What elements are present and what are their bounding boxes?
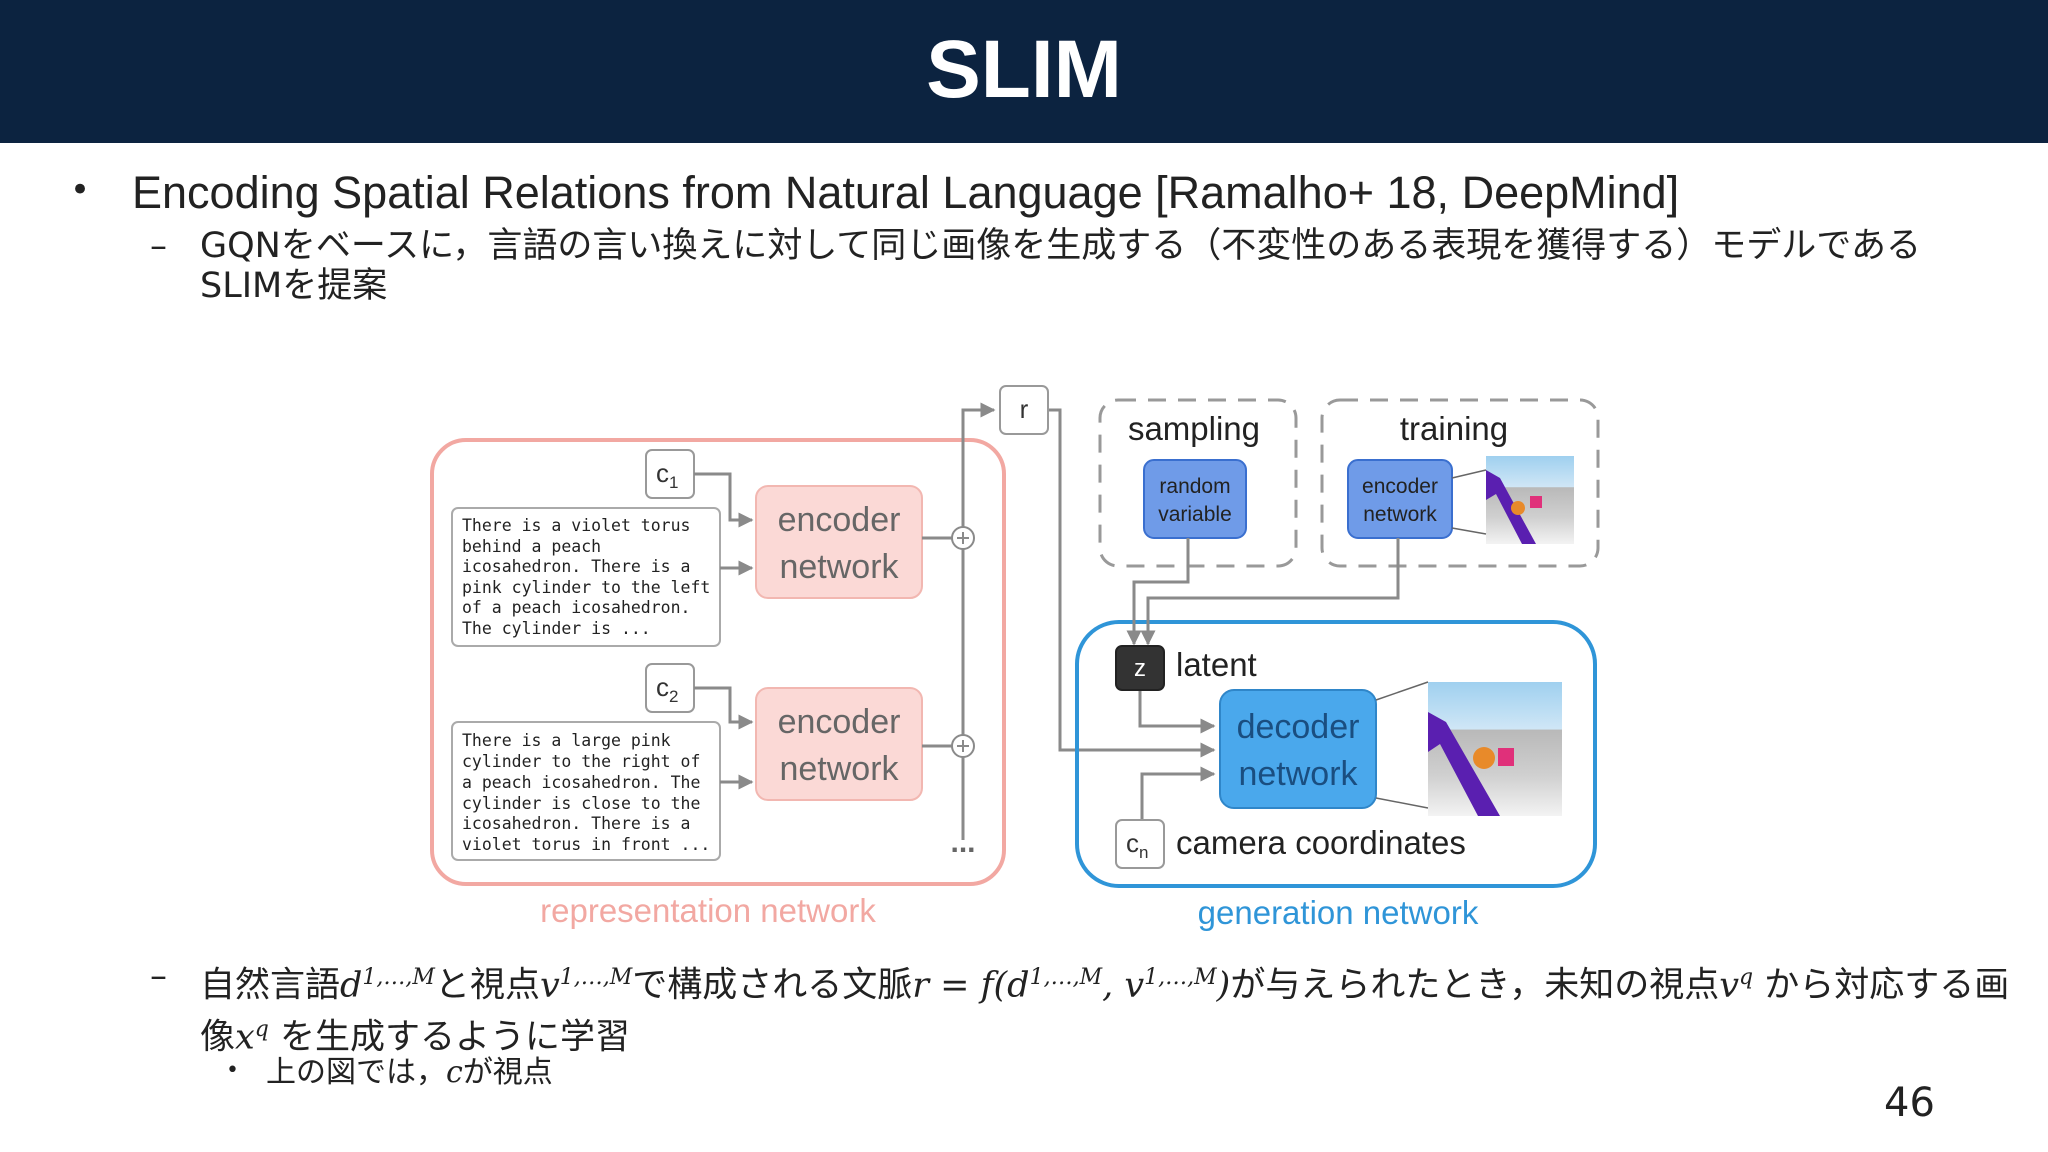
- svg-text:cylinder to the right of: cylinder to the right of: [462, 752, 700, 771]
- training-encoder-line2: network: [1363, 503, 1437, 526]
- z-box: [1115, 645, 1165, 691]
- sampling-box: [1098, 398, 1298, 568]
- text-description-box-2: [451, 721, 721, 861]
- sum-node-2: [951, 734, 975, 758]
- dash-marker: –: [150, 956, 167, 996]
- sub-sub-bullet: 上の図では，cが視点: [266, 1055, 553, 1090]
- random-variable-line1: random: [1159, 475, 1230, 498]
- slide-title: SLIM: [926, 24, 1122, 115]
- training-box: [1320, 398, 1600, 568]
- svg-text:icosahedron. There is a: icosahedron. There is a: [462, 814, 690, 833]
- encoder-2-line1: encoder: [778, 703, 901, 741]
- random-variable-box: [1143, 459, 1247, 539]
- cn-label: cn: [1126, 828, 1148, 862]
- generation-network-box: [1075, 620, 1597, 888]
- svg-text:violet torus in front ...: violet torus in front ...: [462, 835, 710, 854]
- training-scene-image: [1451, 456, 1574, 544]
- encoder-network-2: [755, 687, 923, 801]
- bullet-dot: •: [226, 1058, 239, 1083]
- sub-bullet-2: 自然言語d1,…,Mと視点v1,…,Mで構成される文脈r = f(d1,…,M,…: [200, 965, 2010, 1058]
- svg-text:of a peach icosahedron.: of a peach icosahedron.: [462, 598, 690, 617]
- decoder-network: [1219, 689, 1377, 809]
- svg-text:The cylinder is ...: The cylinder is ...: [462, 619, 651, 638]
- svg-text:behind a peach: behind a peach: [462, 537, 601, 556]
- bullet-dot: •: [70, 170, 91, 210]
- decoder-line2: network: [1238, 755, 1358, 793]
- svg-text:There is a violet torus: There is a violet torus: [462, 516, 690, 535]
- representation-network-label: representation network: [540, 892, 876, 929]
- encoder-1-line2: network: [779, 548, 899, 586]
- camera-coordinates-label: camera coordinates: [1176, 824, 1466, 861]
- text-description-box-1: [451, 507, 721, 647]
- text-description-2: There is a large pink cylinder to the ri…: [462, 731, 710, 854]
- sub-bullet-1: GQNをベースに，言語の言い換えに対して同じ画像を生成する（不変性のある表現を獲…: [200, 226, 1921, 306]
- dash-marker: –: [150, 226, 167, 266]
- random-variable-line2: variable: [1158, 503, 1232, 526]
- training-encoder-line1: encoder: [1362, 475, 1438, 498]
- svg-text:cylinder is close to the: cylinder is close to the: [462, 794, 700, 813]
- svg-text:pink cylinder to the left: pink cylinder to the left: [462, 578, 710, 597]
- svg-text:icosahedron. There is a: icosahedron. There is a: [462, 557, 690, 576]
- decoder-line1: decoder: [1237, 708, 1360, 746]
- training-encoder-box: [1347, 459, 1453, 539]
- svg-text:a peach icosahedron. The: a peach icosahedron. The: [462, 773, 700, 792]
- representation-network-box: [430, 438, 1006, 886]
- z-label: z: [1134, 655, 1146, 682]
- encoder-1-line1: encoder: [778, 501, 901, 539]
- generated-scene-image: [1375, 681, 1562, 816]
- text-description-1: There is a violet torus behind a peach i…: [462, 516, 710, 638]
- title-bar: [0, 0, 2048, 143]
- sampling-label: sampling: [1128, 410, 1260, 447]
- sum-node-1: [951, 526, 975, 550]
- c2-label: c2: [656, 672, 678, 706]
- latent-label: latent: [1176, 646, 1257, 683]
- training-label: training: [1400, 410, 1508, 447]
- main-bullet: Encoding Spatial Relations from Natural …: [132, 167, 1680, 218]
- generation-network-label: generation network: [1198, 894, 1479, 931]
- r-label: r: [1020, 394, 1029, 424]
- svg-text:There is a large pink: There is a large pink: [462, 731, 671, 750]
- page-number: 46: [1884, 1080, 1935, 1126]
- encoder-2-line2: network: [779, 750, 899, 788]
- r-box: [999, 385, 1049, 435]
- c1-label: c1: [656, 458, 678, 492]
- more-ellipsis: ...: [950, 826, 975, 859]
- cn-box: [1115, 819, 1165, 869]
- encoder-network-1: [755, 485, 923, 599]
